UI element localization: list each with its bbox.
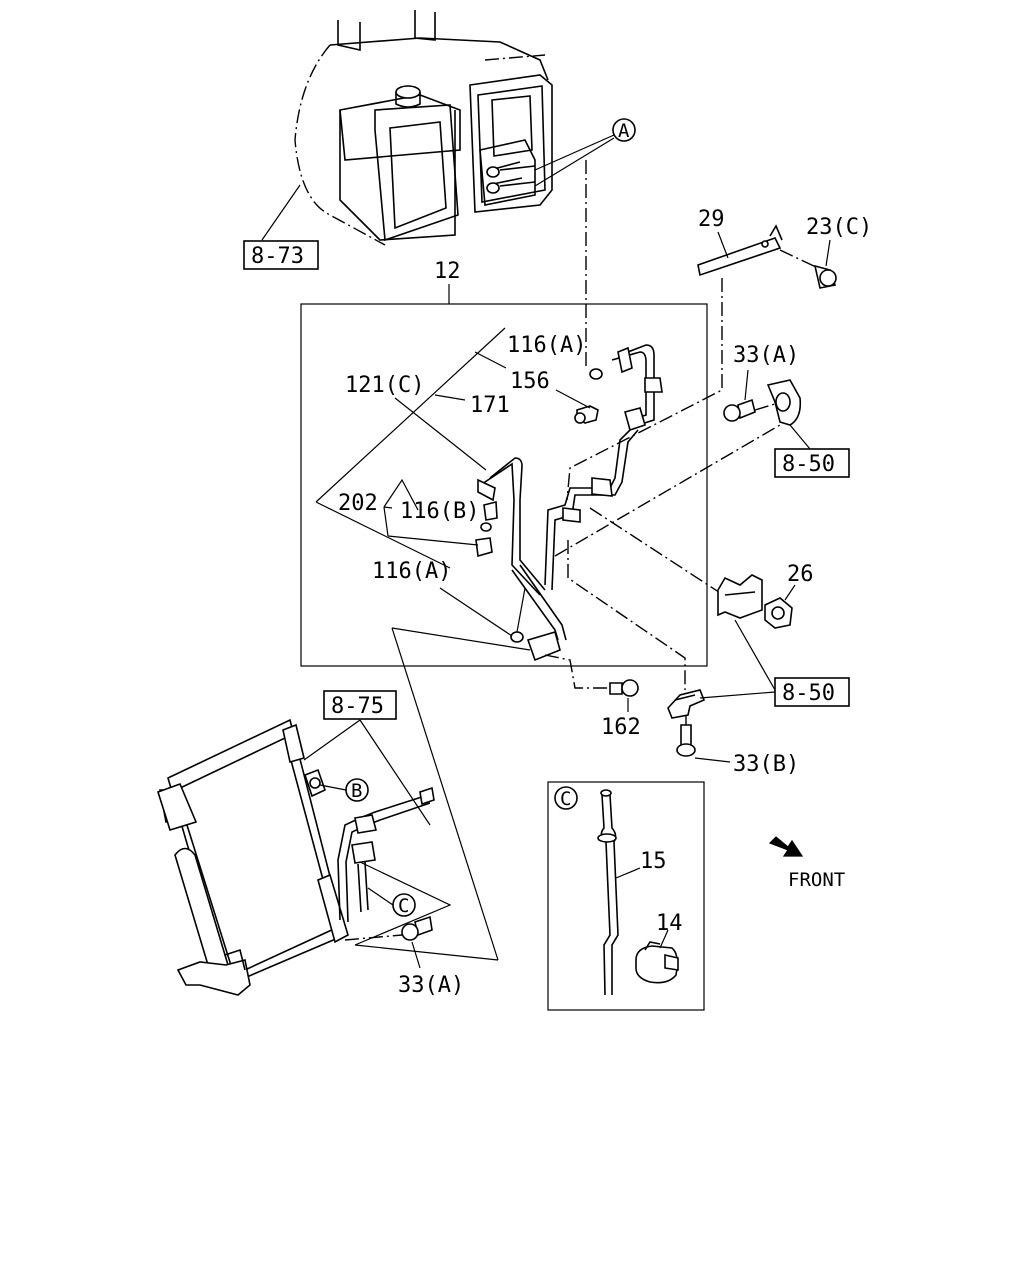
part-116b-label: 116(B) bbox=[400, 499, 479, 524]
part-116a-top-label: 116(A) bbox=[507, 333, 586, 358]
clamp-bottom-drawing bbox=[667, 689, 706, 719]
ref-box-8-50-bottom bbox=[774, 677, 850, 707]
condenser-drawing bbox=[157, 718, 349, 996]
bracket-29-drawing bbox=[697, 224, 783, 277]
part-12-label: 12 bbox=[434, 259, 461, 284]
marker-a-label: A bbox=[618, 120, 630, 142]
part-14-label: 14 bbox=[656, 911, 683, 936]
ac-pipe-drawing bbox=[477, 344, 663, 662]
bolt-33a-top-drawing bbox=[723, 398, 756, 422]
ref-8-75-label: 8-75 bbox=[331, 694, 384, 719]
ref-box-8-75 bbox=[323, 690, 397, 720]
ref-8-73-label: 8-73 bbox=[251, 244, 304, 269]
hvac-unit-drawing bbox=[294, 10, 553, 246]
clamp-mid-drawing bbox=[717, 574, 793, 629]
detail-c-frame bbox=[547, 781, 705, 1011]
marker-b-label: B bbox=[351, 780, 362, 802]
front-arrow-icon bbox=[768, 836, 804, 857]
ref-8-50-top-label: 8-50 bbox=[782, 452, 835, 477]
front-label: FRONT bbox=[788, 869, 845, 891]
part-171-label: 171 bbox=[470, 393, 510, 418]
part-15-label: 15 bbox=[640, 849, 667, 874]
part-121c-label: 121(C) bbox=[345, 373, 424, 398]
part-33b-label: 33(B) bbox=[733, 752, 799, 777]
marker-b bbox=[345, 778, 369, 802]
oring-116a-mid bbox=[510, 631, 524, 643]
part-26-label: 26 bbox=[787, 562, 814, 587]
ref-8-50-bottom-label: 8-50 bbox=[782, 681, 835, 706]
bolt-23c-drawing bbox=[813, 264, 837, 289]
part-33a-top-label: 33(A) bbox=[733, 343, 799, 368]
part-156-label: 156 bbox=[510, 369, 550, 394]
oring-116b bbox=[480, 522, 492, 532]
ref-box-8-73 bbox=[243, 240, 319, 270]
part-29-label: 29 bbox=[698, 207, 725, 232]
part-202-label: 202 bbox=[338, 491, 378, 516]
marker-c-detail-label: C bbox=[560, 788, 571, 810]
valve-202 bbox=[483, 500, 498, 521]
marker-c-main-label: C bbox=[398, 895, 409, 917]
condenser-pipe-drawing bbox=[303, 768, 435, 923]
part-23c-label: 23(C) bbox=[806, 215, 872, 240]
clamp-top-drawing bbox=[766, 379, 802, 426]
kit-12-frame bbox=[300, 303, 708, 667]
bolt-33a-bottom-drawing bbox=[401, 915, 433, 941]
pipe-15-drawing bbox=[597, 789, 619, 996]
marker-a bbox=[612, 118, 636, 142]
bolt-162-drawing bbox=[609, 679, 639, 697]
ref-box-8-50-top bbox=[774, 448, 850, 478]
part-116a-mid-label: 116(A) bbox=[372, 559, 451, 584]
marker-c-detail bbox=[554, 786, 578, 810]
oring-116a-top bbox=[589, 368, 603, 380]
bolt-33b-drawing bbox=[676, 724, 696, 757]
part-33a-bottom-label: 33(A) bbox=[398, 973, 464, 998]
clip-14-drawing bbox=[635, 941, 679, 984]
part-162-label: 162 bbox=[601, 715, 641, 740]
